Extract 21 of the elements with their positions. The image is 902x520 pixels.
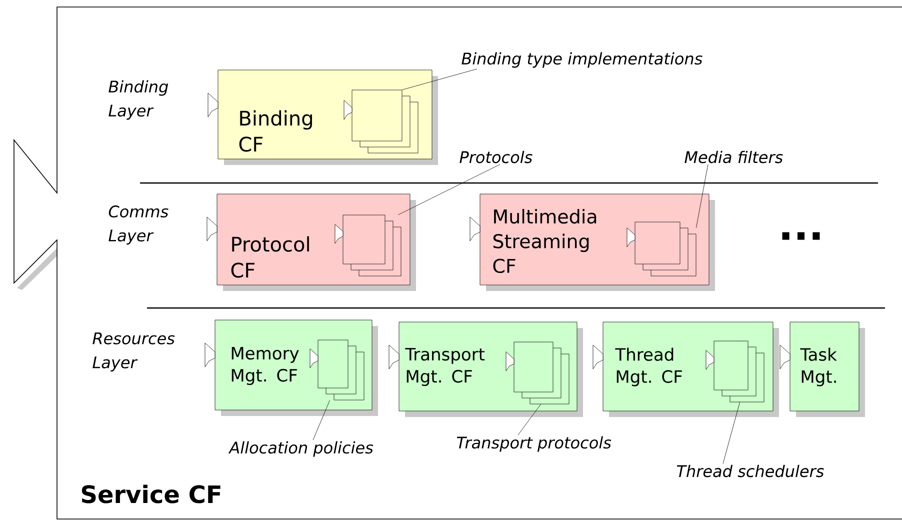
- layer-label: Comms Layer: [108, 205, 168, 245]
- node-label: Service CF: [82, 484, 220, 504]
- ellipsis: ...: [782, 232, 820, 240]
- leader-line: [402, 68, 478, 90]
- callout-text: Binding type implementations: [462, 52, 702, 68]
- leader-line: [398, 164, 500, 215]
- leader-line: [696, 164, 708, 228]
- callout-text: Media filters: [684, 150, 783, 164]
- component-stack: [334, 214, 402, 276]
- component-stack: [706, 340, 764, 402]
- callout-text: Allocation policies: [228, 441, 374, 457]
- callout-text: Protocols: [460, 150, 532, 164]
- component-stack: [344, 90, 418, 154]
- callout-text: Thread schedulers: [676, 464, 824, 478]
- component-stack: [310, 340, 364, 400]
- layer-label: Binding Layer: [108, 80, 168, 120]
- component-stack: [506, 342, 570, 404]
- layer-label: Resources Layer: [92, 332, 175, 372]
- component-box: Task Mgt.: [780, 322, 865, 417]
- component-stack: [626, 222, 696, 276]
- callout-text: Transport protocols: [456, 436, 612, 452]
